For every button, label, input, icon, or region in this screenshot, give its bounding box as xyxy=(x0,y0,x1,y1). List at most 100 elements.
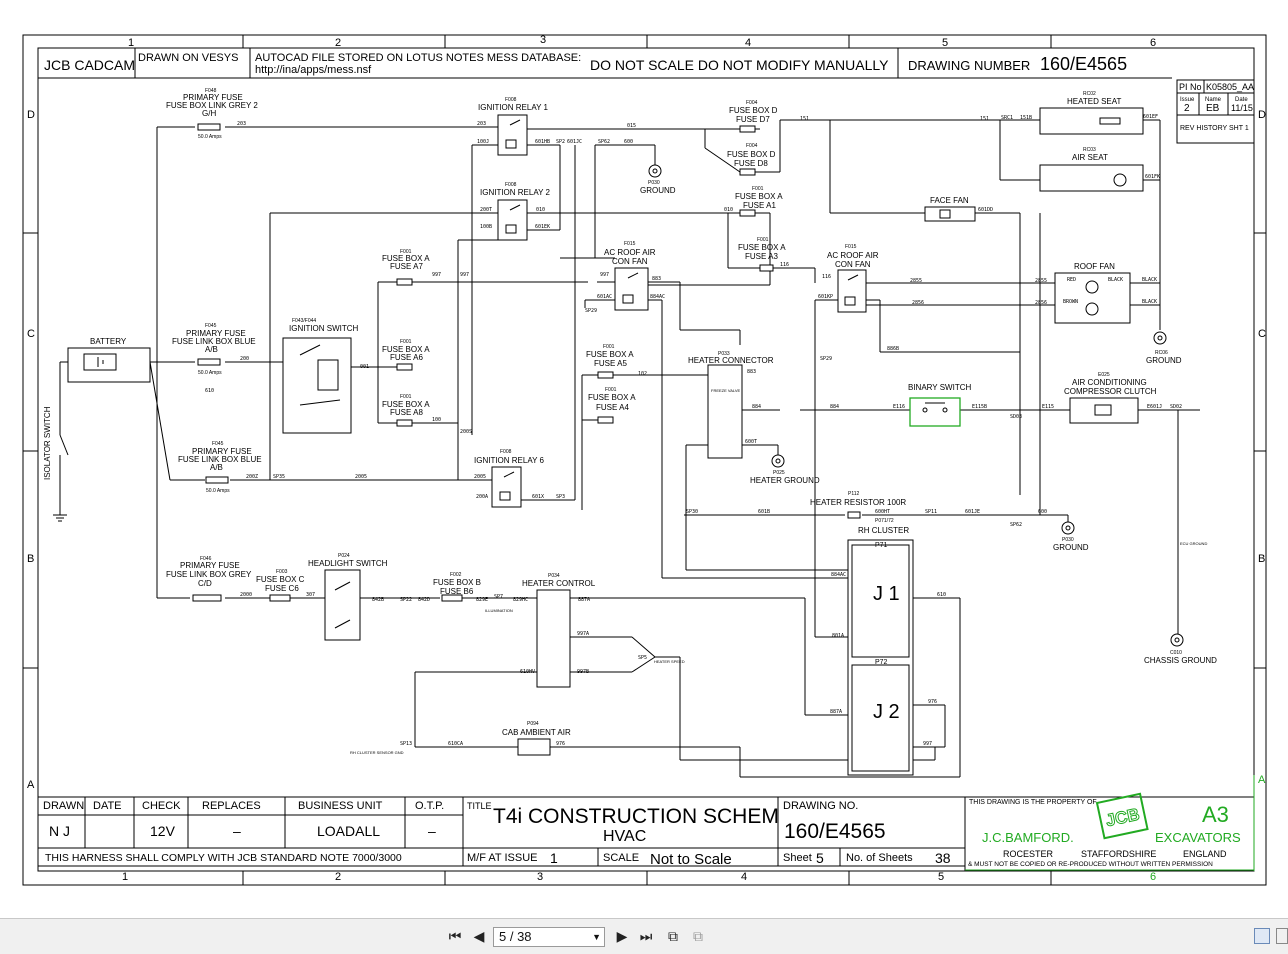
svg-text:997: 997 xyxy=(600,272,609,278)
pi-no-label: PI No xyxy=(1179,82,1202,92)
svg-text:C/D: C/D xyxy=(198,579,212,588)
ground-rc06: RC06 GROUND xyxy=(1146,331,1182,365)
svg-text:FUSE B6: FUSE B6 xyxy=(440,587,474,596)
col-label: 6 xyxy=(1150,871,1156,883)
heater-resistor: P112 HEATER RESISTOR 100R xyxy=(810,491,906,519)
svg-text:801A: 801A xyxy=(832,633,844,639)
svg-text:P030: P030 xyxy=(1062,537,1074,543)
previous-page-icon[interactable]: ◀ xyxy=(473,929,485,945)
svg-text:FACE FAN: FACE FAN xyxy=(930,196,969,205)
col-label: 1 xyxy=(122,871,128,883)
ground-p030: P030 GROUND xyxy=(640,164,676,195)
svg-text:P71: P71 xyxy=(875,542,888,549)
svg-text:001: 001 xyxy=(360,364,369,370)
col-label: 3 xyxy=(540,34,546,46)
check-value: 12V xyxy=(150,823,176,839)
svg-text:SP11: SP11 xyxy=(925,509,937,515)
svg-text:FUSE A4: FUSE A4 xyxy=(596,403,629,412)
svg-text:SD03: SD03 xyxy=(1010,414,1022,420)
svg-text:FUSE A6: FUSE A6 xyxy=(390,353,423,362)
otp-label: O.T.P. xyxy=(415,800,444,812)
svg-text:FUSE C6: FUSE C6 xyxy=(265,584,299,593)
svg-text:601AC: 601AC xyxy=(597,294,612,300)
svg-text:COMPRESSOR CLUTCH: COMPRESSOR CLUTCH xyxy=(1064,387,1157,396)
svg-text:997: 997 xyxy=(460,272,469,278)
first-page-icon[interactable]: ⏮ xyxy=(448,929,462,945)
heated-seat: RC02 HEATED SEAT xyxy=(1039,91,1144,135)
sheet-value: 5 xyxy=(816,850,824,866)
heater-connector: FREEZE VALVE P033 HEATER CONNECTOR xyxy=(688,351,774,459)
num-sheets-label: No. of Sheets xyxy=(846,852,913,864)
page-layout-icon[interactable]: ⧉ xyxy=(668,929,678,945)
svg-text:J 1: J 1 xyxy=(873,583,900,605)
svg-text:100B: 100B xyxy=(480,224,492,230)
jcb-logo: JCB xyxy=(1095,792,1149,840)
svg-text:HEATER GROUND: HEATER GROUND xyxy=(750,476,820,485)
svg-text:F008: F008 xyxy=(505,97,517,103)
mf-value: 1 xyxy=(550,850,558,866)
svg-text:200S: 200S xyxy=(460,429,472,435)
svg-text:50.0 Amps: 50.0 Amps xyxy=(206,488,230,494)
svg-text:2855: 2855 xyxy=(1035,278,1047,284)
autocad-note: AUTOCAD FILE STORED ON LOTUS NOTES MESS … xyxy=(255,52,581,64)
single-page-view-icon[interactable] xyxy=(1254,928,1270,944)
row-label: D xyxy=(1258,109,1266,121)
svg-text:AIR CONDITIONING: AIR CONDITIONING xyxy=(1072,378,1147,387)
page-copy-icon[interactable]: ⧉ xyxy=(693,929,703,945)
pi-no-value: K05805_AA xyxy=(1206,82,1254,92)
primary-fuse-f045-a: F045 PRIMARY FUSE FUSE LINK BOX BLUE A/B… xyxy=(172,323,256,376)
svg-text:884AC: 884AC xyxy=(650,294,665,300)
svg-text:CAB AMBIENT AIR: CAB AMBIENT AIR xyxy=(502,728,571,737)
svg-text:SP7: SP7 xyxy=(494,594,503,600)
svg-text:FUSE A1: FUSE A1 xyxy=(743,201,776,210)
ignition-relay-2: F008 IGNITION RELAY 2 xyxy=(480,182,550,241)
svg-text:829E: 829E xyxy=(476,597,488,603)
chassis-ground: C010 CHASSIS GROUND ECU GROUND xyxy=(1144,541,1217,665)
svg-text:GROUND: GROUND xyxy=(640,186,676,195)
issue-value: 2 xyxy=(1184,103,1190,114)
svg-text:P071/72: P071/72 xyxy=(875,518,894,524)
svg-text:F045: F045 xyxy=(212,441,224,447)
fuse-a7: F001 FUSE BOX A FUSE A7 xyxy=(382,249,430,286)
svg-text:601JC: 601JC xyxy=(567,139,582,145)
harness-note: THIS HARNESS SHALL COMPLY WITH JCB STAND… xyxy=(45,852,402,864)
svg-text:PRIMARY FUSE: PRIMARY FUSE xyxy=(183,93,243,102)
primary-fuse-f046: F046 PRIMARY FUSE FUSE LINK BOX GREY C/D xyxy=(166,556,252,602)
svg-text:151B: 151B xyxy=(1020,115,1032,121)
drawing-no-label: DRAWING NO. xyxy=(783,800,858,812)
drawn-value: N J xyxy=(49,823,70,839)
otp-value: – xyxy=(428,823,436,839)
inner-frame xyxy=(37,47,1255,872)
svg-text:200T: 200T xyxy=(480,207,492,213)
location-town: ROCESTER xyxy=(1003,849,1054,859)
document-viewport[interactable]: 1 2 3 4 5 6 1 2 3 4 5 6 D C B A D C B A … xyxy=(0,0,1288,918)
do-not-scale-note: DO NOT SCALE DO NOT MODIFY MANUALLY xyxy=(590,57,889,73)
drawing-subtitle: HVAC xyxy=(603,828,646,845)
page-number-select[interactable]: 5 / 38 ▼ xyxy=(493,927,605,947)
viewer-toolbar: ⏮ ◀ 5 / 38 ▼ ▶ ⏭ ⧉ ⧉ xyxy=(0,918,1288,954)
svg-text:601JE: 601JE xyxy=(965,509,980,515)
drawing-number-label: DRAWING NUMBER xyxy=(908,58,1030,73)
roof-fan: ROOF FAN xyxy=(1054,262,1131,324)
title-label: TITLE xyxy=(467,801,492,811)
last-page-icon[interactable]: ⏭ xyxy=(639,929,653,945)
svg-text:151: 151 xyxy=(980,116,989,122)
svg-text:HEADLIGHT SWITCH: HEADLIGHT SWITCH xyxy=(308,559,388,568)
svg-text:601B: 601B xyxy=(758,509,770,515)
svg-text:116: 116 xyxy=(822,274,831,280)
fuse-d7: F004 FUSE BOX D FUSE D7 xyxy=(729,100,778,133)
svg-text:976: 976 xyxy=(928,699,937,705)
svg-text:50.0 Amps: 50.0 Amps xyxy=(198,134,222,140)
fuse-a3: F001 FUSE BOX A FUSE A3 xyxy=(738,237,786,272)
svg-text:FUSE A5: FUSE A5 xyxy=(594,359,627,368)
svg-text:F046: F046 xyxy=(200,556,212,562)
svg-text:FUSE A8: FUSE A8 xyxy=(390,408,423,417)
continuous-view-icon[interactable] xyxy=(1276,928,1288,944)
svg-text:P094: P094 xyxy=(527,721,539,727)
location-county: STAFFORDSHIRE xyxy=(1081,849,1156,859)
copy-note: & MUST NOT BE COPIED OR RE-PRODUCED WITH… xyxy=(968,861,1213,868)
svg-text:PRIMARY FUSE: PRIMARY FUSE xyxy=(192,447,252,456)
svg-text:BLACK: BLACK xyxy=(1108,277,1123,283)
svg-text:CON FAN: CON FAN xyxy=(835,260,871,269)
next-page-icon[interactable]: ▶ xyxy=(616,929,628,945)
